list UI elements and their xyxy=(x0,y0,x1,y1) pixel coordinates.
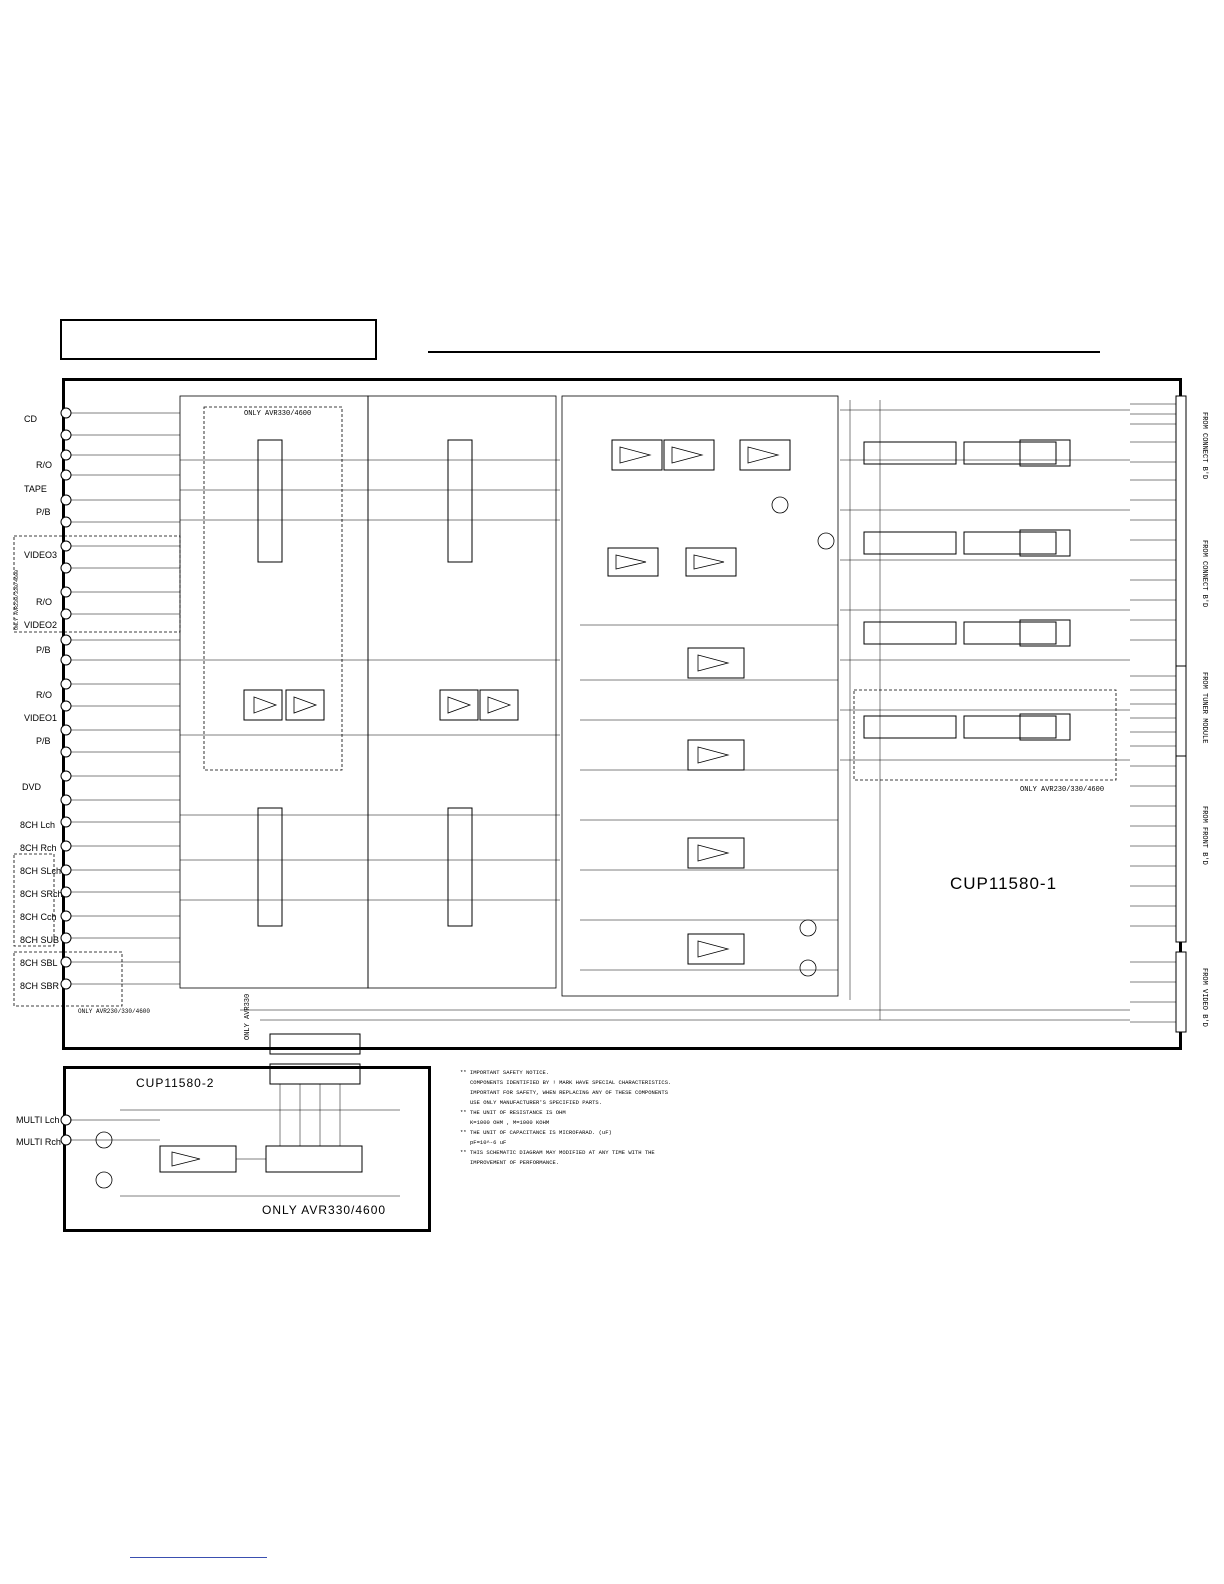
connector-label-video: FROM VIDEO B'D xyxy=(1200,968,1208,1027)
note-line: K=1000 OHM , M=1000 KOHM xyxy=(470,1119,550,1126)
sub-board-frame xyxy=(63,1066,431,1232)
connector-label-connect-2: FROM CONNECT B'D xyxy=(1200,540,1208,608)
input-label-video1-ro: R/O xyxy=(36,690,53,700)
note-line: COMPONENTS IDENTIFIED BY ! MARK HAVE SPE… xyxy=(470,1079,672,1086)
input-label-video1-pb: P/B xyxy=(36,736,51,746)
input-label-8ch-lch: 8CH Lch xyxy=(20,820,56,830)
input-label-8ch-srch: 8CH SRch xyxy=(20,889,63,899)
title-block xyxy=(60,319,377,360)
note-line: ** THIS SCHEMATIC DIAGRAM MAY MODIFIED A… xyxy=(460,1149,655,1156)
input-label-video2: VIDEO2 xyxy=(24,620,58,630)
avr330-region xyxy=(203,406,343,771)
input-label-8ch-rch: 8CH Rch xyxy=(20,843,57,853)
input-label-video2-pb: P/B xyxy=(36,645,51,655)
input-label-8ch-sub: 8CH SUB xyxy=(20,935,60,945)
note-line: ** THE UNIT OF RESISTANCE IS OHM xyxy=(460,1109,566,1116)
input-label-8ch-sbr: 8CH SBR xyxy=(20,981,60,991)
connector-label-tuner: FROM TUNER MODULE xyxy=(1200,672,1208,744)
connector-label-connect-1: FROM CONNECT B'D xyxy=(1200,412,1208,480)
input-label-multi-rch: MULTI Rch xyxy=(16,1137,61,1147)
region-label-avr330-4600: ONLY AVR330/4600 xyxy=(244,410,312,418)
note-line: ** THE UNIT OF CAPACITANCE IS MICROFARAD… xyxy=(460,1129,612,1136)
note-line: IMPROVEMENT OF PERFORMANCE. xyxy=(470,1159,560,1166)
input-label-tape-ro: R/O xyxy=(36,460,53,470)
sub-board-only-avr330: ONLY AVR330/4600 xyxy=(262,1203,387,1217)
input-label-8ch-slch: 8CH SLch xyxy=(20,866,62,876)
input-label-video3: VIDEO3 xyxy=(24,550,58,560)
avr230-region xyxy=(853,689,1117,781)
input-label-8ch-sbl: 8CH SBL xyxy=(20,958,58,968)
input-label-tape: TAPE xyxy=(24,484,47,494)
bottom-link-rule xyxy=(130,1557,267,1558)
input-label-tape-pb: P/B xyxy=(36,507,51,517)
section-b-outline xyxy=(367,395,557,989)
8ch-region xyxy=(13,853,55,947)
section-a-outline xyxy=(179,395,369,989)
video-region xyxy=(13,535,181,633)
input-label-multi-lch: MULTI Lch xyxy=(16,1115,60,1125)
board-id-main: CUP11580-1 xyxy=(950,874,1058,893)
connector-label-front: FROM FRONT B'D xyxy=(1200,806,1208,865)
note-line: ** IMPORTANT SAFETY NOTICE. xyxy=(460,1069,550,1076)
board-id-sub: CUP11580-2 xyxy=(136,1076,215,1090)
input-label-video1: VIDEO1 xyxy=(24,713,58,723)
region-label-only-avr230-vertical: ONLY AVR230/330/4600 xyxy=(14,569,20,630)
region-label-only-avr330-vertical: ONLY AVR330 xyxy=(244,993,252,1040)
title-rule xyxy=(428,351,1100,353)
8ch-sb-region xyxy=(13,951,123,1007)
note-line: USE ONLY MANUFACTURER'S SPECIFIED PARTS. xyxy=(470,1099,603,1106)
section-c-outline xyxy=(561,395,839,997)
input-label-cd: CD xyxy=(24,414,37,424)
input-label-8ch-cch: 8CH Cch xyxy=(20,912,57,922)
input-label-video2-ro: R/O xyxy=(36,597,53,607)
note-line: IMPORTANT FOR SAFETY, WHEN REPLACING ANY… xyxy=(470,1089,669,1096)
schematic-notes: ** IMPORTANT SAFETY NOTICE. COMPONENTS I… xyxy=(460,1068,671,1168)
region-label-avr230: ONLY AVR230/330/4600 xyxy=(1020,786,1105,794)
input-label-dvd: DVD xyxy=(22,782,42,792)
region-label-8ch-only: ONLY AVR230/330/4600 xyxy=(78,1008,151,1015)
note-line: pF=10^-6 uF xyxy=(470,1139,507,1146)
